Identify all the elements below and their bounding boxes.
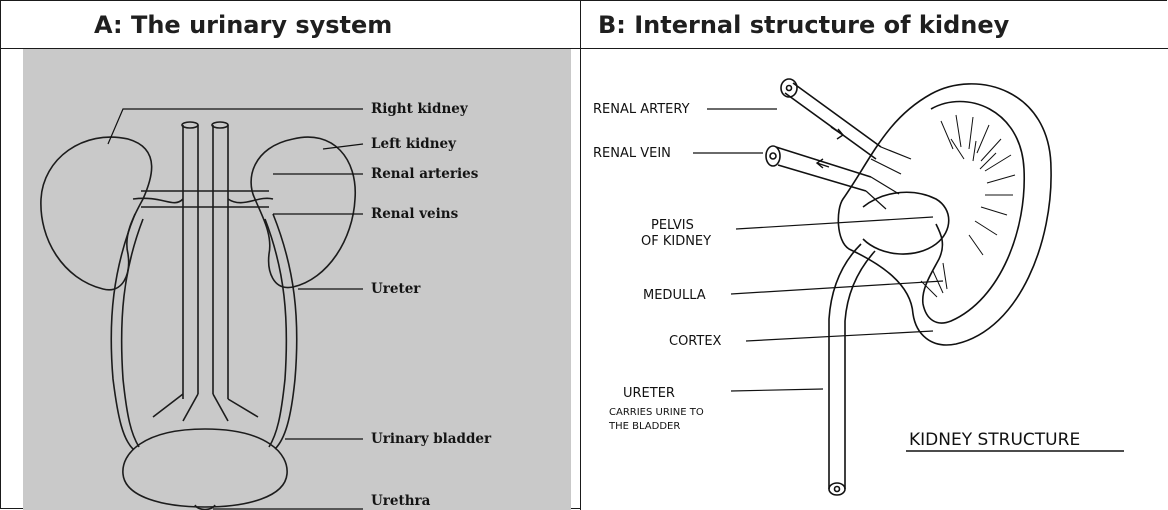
vena-cava	[213, 125, 228, 399]
label-pelvis-line1: PELVIS	[651, 218, 694, 233]
renal-artery-tube	[785, 83, 881, 159]
urinary-system-sketch: Right kidney Left kidney Renal arteries …	[23, 49, 571, 510]
label-pelvis-line2: OF KIDNEY	[641, 234, 711, 249]
label-medulla: MEDULLA	[643, 288, 706, 303]
label-right-kidney: Right kidney	[371, 101, 469, 117]
label-urinary-bladder: Urinary bladder	[371, 431, 492, 447]
label-ureter-note-line2: THE BLADDER	[608, 421, 680, 432]
right-ureter-shape	[273, 214, 297, 449]
left-ureter-inner	[122, 219, 143, 447]
left-kidney-shape	[251, 137, 355, 287]
kidney-outer	[838, 84, 1051, 345]
right-kidney-shape	[41, 137, 152, 290]
kidney-structure-caption: KIDNEY STRUCTURE	[909, 430, 1080, 450]
label-ureter-note-line1: CARRIES URINE TO	[609, 407, 704, 418]
renal-vein-tube	[776, 147, 871, 191]
label-urethra: Urethra	[371, 493, 431, 509]
panel-kidney-structure: B: Internal structure of kidney	[581, 1, 1168, 510]
right-ureter-inner	[265, 219, 286, 447]
ureter-tube	[829, 244, 875, 489]
label-cortex: CORTEX	[669, 334, 722, 349]
label-renal-vein: RENAL VEIN	[593, 146, 671, 161]
label-renal-veins: Renal veins	[371, 206, 459, 222]
kidney-structure-diagram: RENAL ARTERY RENAL VEIN PELVIS OF KIDNEY…	[581, 49, 1168, 510]
pelvis-region	[863, 192, 949, 254]
label-left-kidney: Left kidney	[371, 136, 457, 152]
aorta	[183, 125, 198, 399]
iliac-vessels	[153, 394, 258, 421]
label-renal-artery: RENAL ARTERY	[593, 102, 690, 117]
panel-a-title: A: The urinary system	[1, 1, 580, 49]
label-ureter-b: URETER	[623, 386, 675, 401]
bladder-shape	[123, 429, 287, 507]
panel-b-title: B: Internal structure of kidney	[581, 1, 1168, 49]
panel-urinary-system: A: The urinary system	[1, 1, 581, 510]
kidney-inner	[923, 102, 1024, 324]
medulla-pyramids	[921, 115, 1015, 297]
kidney-structure-sketch: RENAL ARTERY RENAL VEIN PELVIS OF KIDNEY…	[581, 49, 1168, 510]
label-ureter: Ureter	[371, 281, 421, 297]
left-ureter-shape	[111, 214, 135, 449]
label-renal-arteries: Renal arteries	[371, 166, 479, 182]
urinary-system-diagram: Right kidney Left kidney Renal arteries …	[23, 49, 571, 510]
